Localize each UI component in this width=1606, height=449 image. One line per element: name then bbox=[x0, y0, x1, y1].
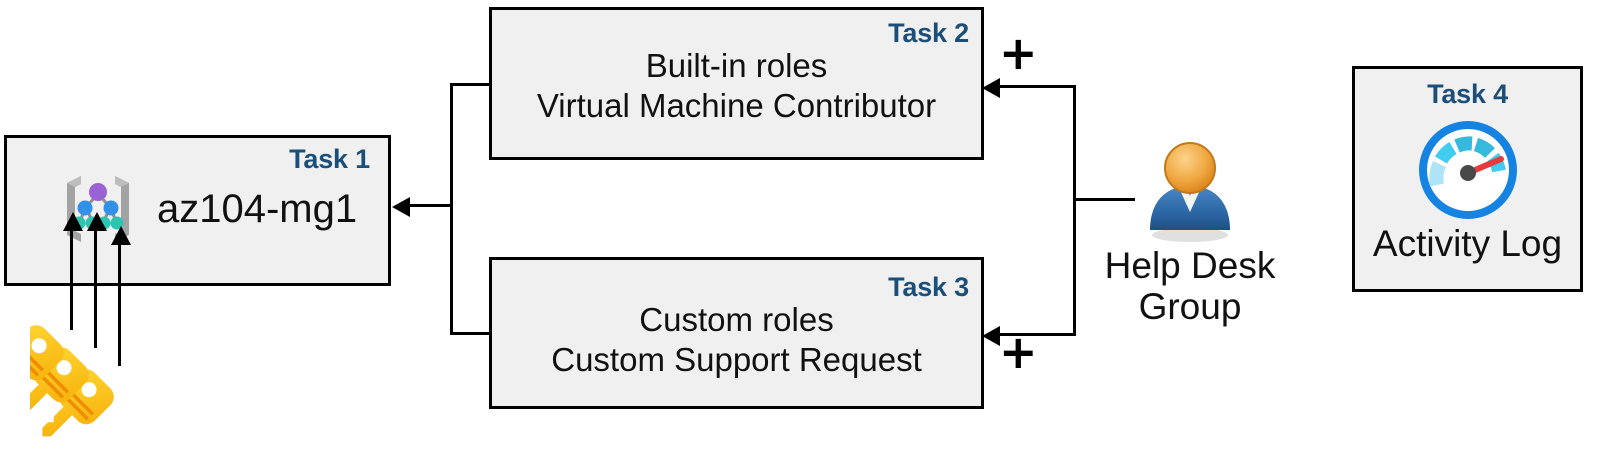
task-4-title: Activity Log bbox=[1372, 223, 1563, 264]
key-arrow-3-line bbox=[118, 232, 121, 366]
key-arrow-1-head bbox=[63, 212, 83, 231]
right-bus-bottom-stub bbox=[1000, 333, 1076, 336]
left-bus-top-stub bbox=[450, 83, 492, 86]
right-bus-person-stub bbox=[1073, 198, 1135, 201]
task-4-label: Task 4 bbox=[1427, 79, 1508, 109]
task-3-text: Custom roles Custom Support Request bbox=[492, 300, 981, 381]
plus-sign-top: + bbox=[999, 26, 1038, 80]
arrow-to-task-2-head bbox=[982, 78, 1000, 98]
key-arrow-2-line bbox=[94, 218, 97, 348]
plus-sign-bottom: + bbox=[999, 325, 1038, 379]
arrow-to-task-3-head bbox=[982, 326, 1000, 346]
help-desk-group-label: Help Desk Group bbox=[1104, 245, 1276, 327]
key-arrow-3-head bbox=[111, 226, 131, 245]
help-desk-group[interactable]: Help Desk Group bbox=[1090, 140, 1290, 327]
arrow-to-task-1-line bbox=[405, 204, 453, 207]
keys-icon bbox=[30, 325, 114, 437]
right-bus-top-stub bbox=[1000, 85, 1076, 88]
arrow-to-task-1-head bbox=[392, 197, 410, 217]
gauge-icon bbox=[1418, 121, 1517, 219]
left-bus-bottom-stub bbox=[450, 332, 492, 335]
key-arrow-2-head bbox=[87, 212, 107, 231]
task-4-box[interactable]: Task 4 Activity Log bbox=[1352, 66, 1583, 292]
task-3-line-1: Custom roles bbox=[639, 301, 834, 338]
task-2-line-1: Built-in roles bbox=[645, 47, 828, 84]
task-3-line-2: Custom Support Request bbox=[551, 341, 922, 379]
user-group-icon bbox=[1150, 142, 1230, 242]
task-2-line-2: Virtual Machine Contributor bbox=[536, 87, 937, 125]
left-bus-vertical-line bbox=[450, 83, 453, 335]
task-2-text: Built-in roles Virtual Machine Contribut… bbox=[492, 46, 981, 127]
task-2-label: Task 2 bbox=[888, 18, 969, 48]
task-2-box[interactable]: Task 2 Built-in roles Virtual Machine Co… bbox=[489, 7, 984, 160]
task-3-box[interactable]: Task 3 Custom roles Custom Support Reque… bbox=[489, 257, 984, 409]
key-arrow-1-line bbox=[70, 218, 73, 330]
task-1-box[interactable]: Task 1 az10 bbox=[4, 135, 391, 286]
task-1-label: Task 1 bbox=[289, 144, 370, 174]
right-bus-vertical-line bbox=[1073, 85, 1076, 336]
task-3-label: Task 3 bbox=[888, 272, 969, 302]
task-1-title: az104-mg1 bbox=[157, 187, 358, 231]
